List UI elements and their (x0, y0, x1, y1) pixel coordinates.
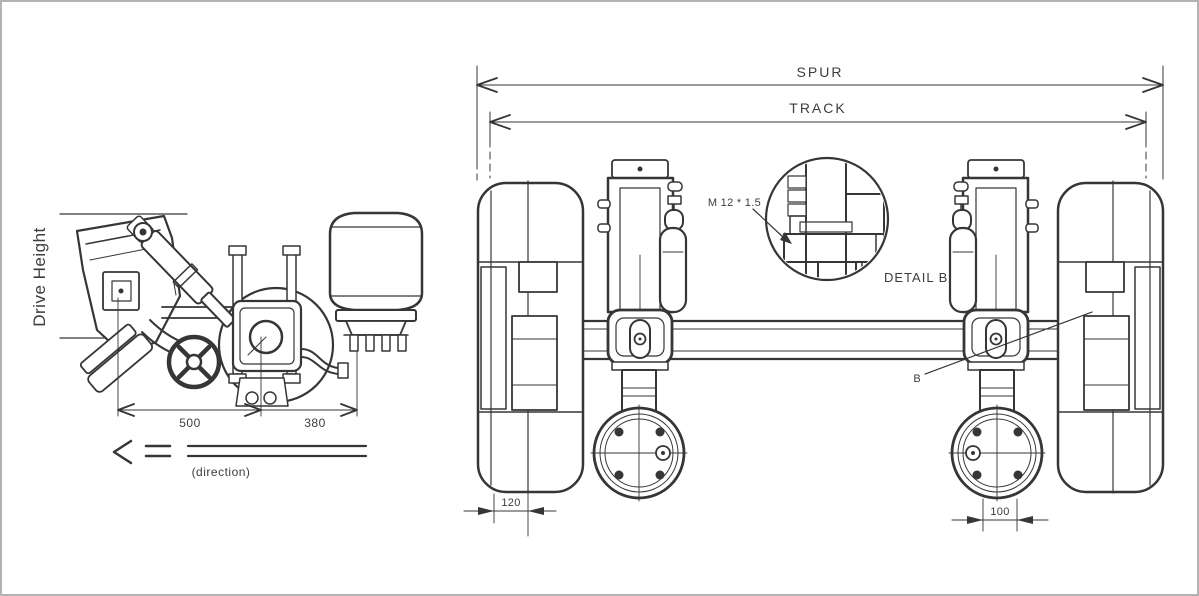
track-dimension-label: TRACK (789, 100, 846, 116)
right-wheel-hub (1083, 315, 1130, 411)
drive-height-label: Drive Height (30, 227, 49, 327)
left-shock-absorber (658, 195, 688, 314)
direction-indicator: (direction) (112, 439, 368, 479)
direction-equals-icon (144, 444, 172, 458)
gearbox (228, 245, 303, 407)
dimension-100-label: 100 (990, 506, 1009, 518)
left-wheel-hub (511, 315, 558, 411)
left-wheel (476, 180, 585, 494)
dimension-120: 120 (463, 492, 557, 537)
right-brake-disc (1134, 266, 1161, 410)
side-view-dimensions: 500 380 (117, 297, 358, 430)
right-brake-plate (948, 404, 1046, 502)
track-dimension: TRACK (489, 100, 1147, 179)
right-suspension (948, 159, 1046, 502)
direction-chevron-icon (112, 439, 133, 465)
right-hub-bracket (1085, 261, 1125, 293)
spring-pad (79, 323, 154, 393)
detail-circle: M 12 * 1.5 DETAIL B (708, 156, 948, 285)
dimension-380-label: 380 (304, 416, 326, 430)
left-hub-bracket (518, 261, 558, 293)
spur-dimension: SPUR (476, 64, 1164, 181)
direction-label: (direction) (192, 465, 251, 479)
connecting-pipe (300, 348, 349, 379)
dimension-100: 100 (951, 498, 1049, 532)
hydraulic-cylinder (126, 215, 236, 328)
left-brake-disc (480, 266, 507, 410)
hand-wheel (166, 334, 222, 390)
front-view: SPUR TRACK (463, 64, 1165, 537)
spur-dimension-label: SPUR (797, 64, 844, 80)
side-view: 500 380 (direction) Drive Height (30, 211, 424, 479)
right-wheel (1056, 180, 1165, 494)
section-b-reference: B (913, 311, 1093, 385)
thread-callout: M 12 * 1.5 (708, 197, 792, 244)
air-bellow (328, 211, 424, 352)
thread-size-label: M 12 * 1.5 (708, 197, 761, 209)
left-suspension (590, 159, 688, 502)
detail-b-label: DETAIL B (884, 270, 948, 285)
right-shock-absorber (948, 195, 978, 314)
left-brake-plate (590, 404, 688, 502)
dimension-500-label: 500 (179, 416, 201, 430)
detail-section (768, 160, 886, 278)
dimension-120-label: 120 (501, 497, 520, 509)
section-ref-label: B (913, 373, 921, 385)
